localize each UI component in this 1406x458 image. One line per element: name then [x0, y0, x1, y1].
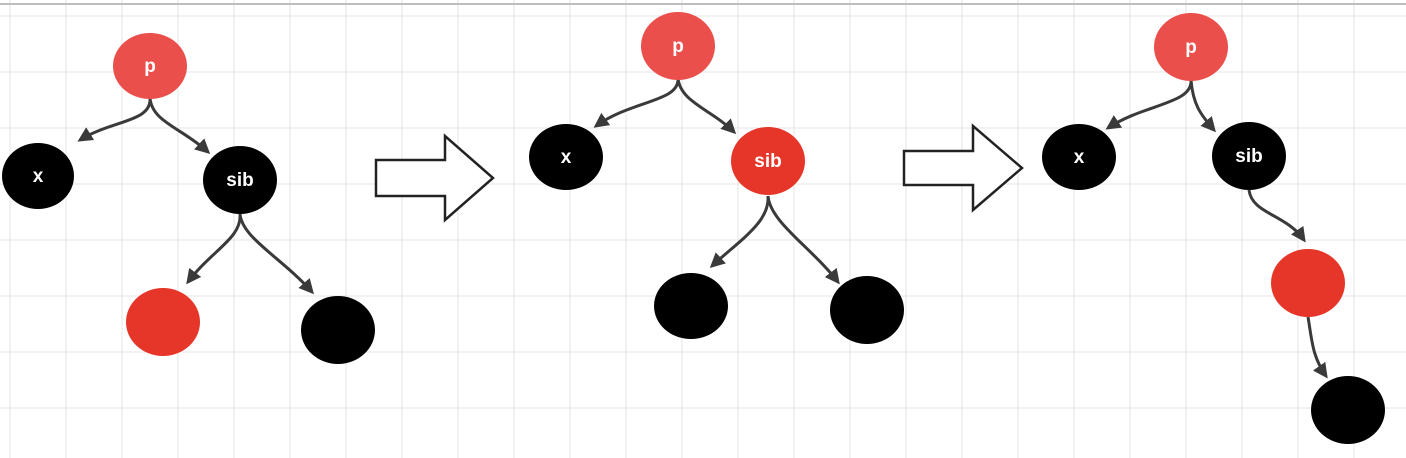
node-red-child [126, 288, 200, 356]
node-p-label: p [1185, 37, 1197, 58]
node-sib [203, 146, 277, 214]
node-p [1154, 13, 1228, 81]
node-p [641, 12, 715, 80]
edge-sib-to-red-child [1247, 189, 1306, 243]
node-x [1042, 124, 1116, 190]
edge-p-to-sib [148, 97, 211, 155]
edge-sib-to-left-child [186, 213, 242, 285]
node-x-label: x [33, 166, 44, 187]
node-black-child [301, 296, 375, 364]
stage-2-tree: p x sib [529, 12, 904, 344]
node-p [113, 33, 187, 99]
edge-p-to-sib [1189, 79, 1216, 133]
node-black-child-left [654, 273, 728, 339]
node-x-label: x [561, 147, 572, 168]
node-black-child [1311, 376, 1385, 444]
transition-arrow-2 [902, 123, 1024, 213]
edge-p-to-sib [676, 77, 737, 135]
node-x [2, 143, 74, 209]
node-x-label: x [1074, 147, 1085, 168]
edge-sib-to-right-child [238, 213, 314, 295]
node-x [529, 124, 603, 190]
edge-sib-to-left-child [709, 195, 770, 269]
edge-red-child-to-black-child [1306, 316, 1328, 379]
node-p-label: p [672, 36, 684, 57]
node-red-child [1271, 249, 1345, 317]
node-sib [731, 127, 805, 195]
node-sib-label: sib [754, 151, 781, 172]
edge-p-to-x [593, 77, 680, 128]
node-sib-label: sib [1235, 146, 1262, 167]
node-black-child-right [830, 276, 904, 344]
stage-3-tree: p x sib [1042, 13, 1385, 444]
transition-arrow-1 [374, 133, 495, 223]
node-sib-label: sib [226, 170, 253, 191]
edge-sib-to-right-child [766, 195, 840, 285]
edge-p-to-x [77, 97, 152, 142]
node-p-label: p [144, 56, 156, 77]
node-sib [1212, 122, 1286, 190]
edge-p-to-x [1105, 79, 1193, 130]
stage-1-tree: p x sib [2, 33, 375, 364]
